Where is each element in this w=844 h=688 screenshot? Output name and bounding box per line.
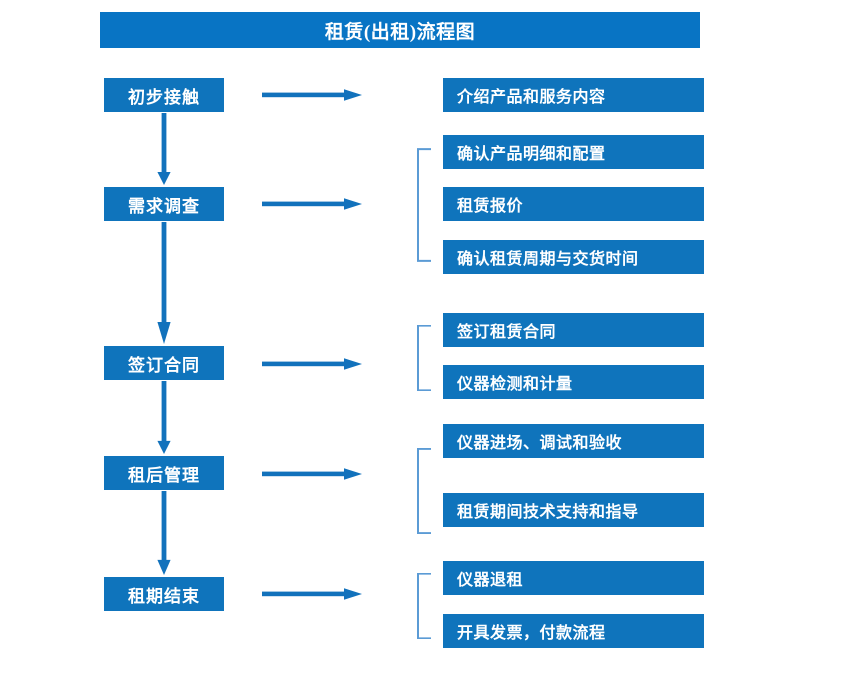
arrow-stage-1-to-details-icon — [262, 88, 362, 102]
bracket-group-3-icon — [417, 325, 431, 391]
arrow-stage-3-to-details-icon — [262, 357, 362, 371]
detail-box-10[interactable]: 开具发票，付款流程 — [443, 614, 704, 648]
arrow-stage-2-to-stage-3-icon — [156, 222, 172, 344]
detail-box-1[interactable]: 介绍产品和服务内容 — [443, 78, 704, 112]
detail-box-5[interactable]: 签订租赁合同 — [443, 313, 704, 347]
page-title: 租赁(出租)流程图 — [100, 12, 700, 48]
arrow-stage-4-to-details-icon — [262, 467, 362, 481]
arrow-stage-4-to-stage-5-icon — [156, 491, 172, 575]
detail-box-7[interactable]: 仪器进场、调试和验收 — [443, 424, 704, 458]
arrow-stage-1-to-stage-2-icon — [156, 113, 172, 185]
stage-box-4[interactable]: 租后管理 — [104, 456, 224, 490]
arrow-stage-3-to-stage-4-icon — [156, 381, 172, 454]
bracket-group-4-icon — [417, 448, 431, 534]
arrow-stage-2-to-details-icon — [262, 197, 362, 211]
detail-box-9[interactable]: 仪器退租 — [443, 561, 704, 595]
bracket-group-5-icon — [417, 573, 431, 639]
stage-box-2[interactable]: 需求调查 — [104, 187, 224, 221]
arrow-stage-5-to-details-icon — [262, 587, 362, 601]
detail-box-4[interactable]: 确认租赁周期与交货时间 — [443, 240, 704, 274]
detail-box-6[interactable]: 仪器检测和计量 — [443, 365, 704, 399]
detail-box-2[interactable]: 确认产品明细和配置 — [443, 135, 704, 169]
stage-box-5[interactable]: 租期结束 — [104, 577, 224, 611]
detail-box-8[interactable]: 租赁期间技术支持和指导 — [443, 493, 704, 527]
bracket-group-2-icon — [417, 148, 431, 262]
stage-box-3[interactable]: 签订合同 — [104, 346, 224, 380]
stage-box-1[interactable]: 初步接触 — [104, 78, 224, 112]
detail-box-3[interactable]: 租赁报价 — [443, 187, 704, 221]
